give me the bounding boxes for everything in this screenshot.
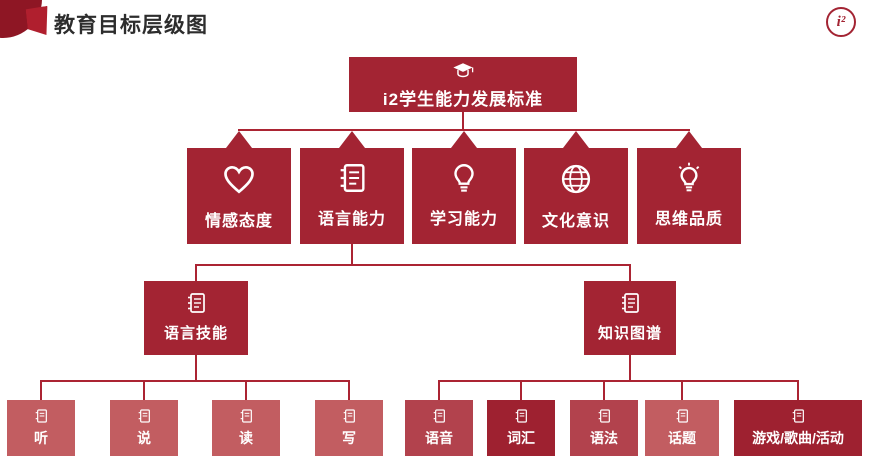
connector bbox=[797, 382, 799, 400]
node-label: 思维品质 bbox=[654, 211, 723, 228]
notebook-icon bbox=[136, 408, 152, 424]
node-label: 语法 bbox=[590, 430, 618, 446]
connector-arrow bbox=[676, 131, 702, 148]
node-label: 写 bbox=[342, 430, 356, 446]
connector bbox=[195, 355, 197, 382]
connector bbox=[245, 382, 247, 400]
leaf-listening: 听 bbox=[7, 400, 75, 456]
connector bbox=[348, 382, 350, 400]
connector-arrow bbox=[339, 131, 365, 148]
leaf-games-songs-activities: 游戏/歌曲/活动 bbox=[734, 400, 862, 456]
connector bbox=[438, 380, 799, 382]
connector bbox=[238, 129, 690, 131]
page-title: 教育目标层级图 bbox=[54, 14, 208, 37]
connector bbox=[681, 382, 683, 400]
brand-logo-text: i² bbox=[836, 13, 846, 30]
node-label: 学习能力 bbox=[429, 211, 498, 228]
node-knowledge-map: 知识图谱 bbox=[584, 281, 676, 355]
notebook-icon bbox=[618, 291, 642, 315]
connector bbox=[143, 382, 145, 400]
notebook-icon bbox=[596, 408, 612, 424]
leaf-vocabulary: 词汇 bbox=[487, 400, 555, 456]
notebook-icon bbox=[33, 408, 49, 424]
connector bbox=[462, 112, 464, 130]
node-label: 游戏/歌曲/活动 bbox=[752, 430, 844, 446]
connector bbox=[629, 264, 631, 281]
connector-arrow bbox=[451, 131, 477, 148]
connector bbox=[351, 244, 353, 266]
node-label: 语言技能 bbox=[163, 325, 228, 342]
notebook-icon bbox=[513, 408, 529, 424]
lightbulb-icon bbox=[447, 161, 481, 195]
graduation-cap-icon bbox=[452, 60, 474, 82]
leaf-writing: 写 bbox=[315, 400, 383, 456]
title-ribbon-icon bbox=[25, 6, 50, 38]
node-label: 语音 bbox=[425, 430, 453, 446]
connector bbox=[195, 264, 631, 266]
leaf-grammar: 语法 bbox=[570, 400, 638, 456]
node-label: 知识图谱 bbox=[597, 325, 662, 342]
node-label: 情感态度 bbox=[204, 213, 273, 230]
notebook-icon bbox=[790, 408, 806, 424]
leaf-reading: 读 bbox=[212, 400, 280, 456]
connector-arrow bbox=[226, 131, 252, 148]
node-label: i2学生能力发展标准 bbox=[382, 89, 544, 109]
connector-arrow bbox=[563, 131, 589, 148]
node-label: 读 bbox=[239, 430, 253, 446]
root-node: i2学生能力发展标准 bbox=[349, 57, 577, 112]
brand-logo: i² bbox=[826, 7, 856, 37]
globe-icon bbox=[558, 161, 594, 197]
node-learning-ability: 学习能力 bbox=[412, 148, 516, 244]
leaf-speaking: 说 bbox=[110, 400, 178, 456]
node-label: 词汇 bbox=[507, 430, 535, 446]
node-label: 文化意识 bbox=[541, 213, 610, 230]
heart-icon bbox=[221, 161, 257, 197]
connector bbox=[520, 382, 522, 400]
node-language-ability: 语言能力 bbox=[300, 148, 404, 244]
connector bbox=[629, 355, 631, 382]
connector bbox=[40, 382, 42, 400]
connector bbox=[195, 264, 197, 281]
notebook-icon bbox=[431, 408, 447, 424]
node-emotional-attitude: 情感态度 bbox=[187, 148, 291, 244]
connector bbox=[603, 382, 605, 400]
leaf-phonetics: 语音 bbox=[405, 400, 473, 456]
connector bbox=[438, 382, 440, 400]
idea-bulb-icon bbox=[672, 161, 706, 195]
node-label: 语言能力 bbox=[317, 211, 386, 228]
connector bbox=[40, 380, 350, 382]
node-label: 听 bbox=[34, 430, 48, 446]
leaf-topics: 话题 bbox=[645, 400, 719, 456]
notebook-icon bbox=[184, 291, 208, 315]
node-language-skills: 语言技能 bbox=[144, 281, 248, 355]
node-label: 说 bbox=[137, 430, 151, 446]
notebook-icon bbox=[674, 408, 690, 424]
node-label: 话题 bbox=[668, 430, 696, 446]
node-cultural-awareness: 文化意识 bbox=[524, 148, 628, 244]
notebook-icon bbox=[341, 408, 357, 424]
notebook-icon bbox=[335, 161, 369, 195]
node-thinking-quality: 思维品质 bbox=[637, 148, 741, 244]
notebook-icon bbox=[238, 408, 254, 424]
